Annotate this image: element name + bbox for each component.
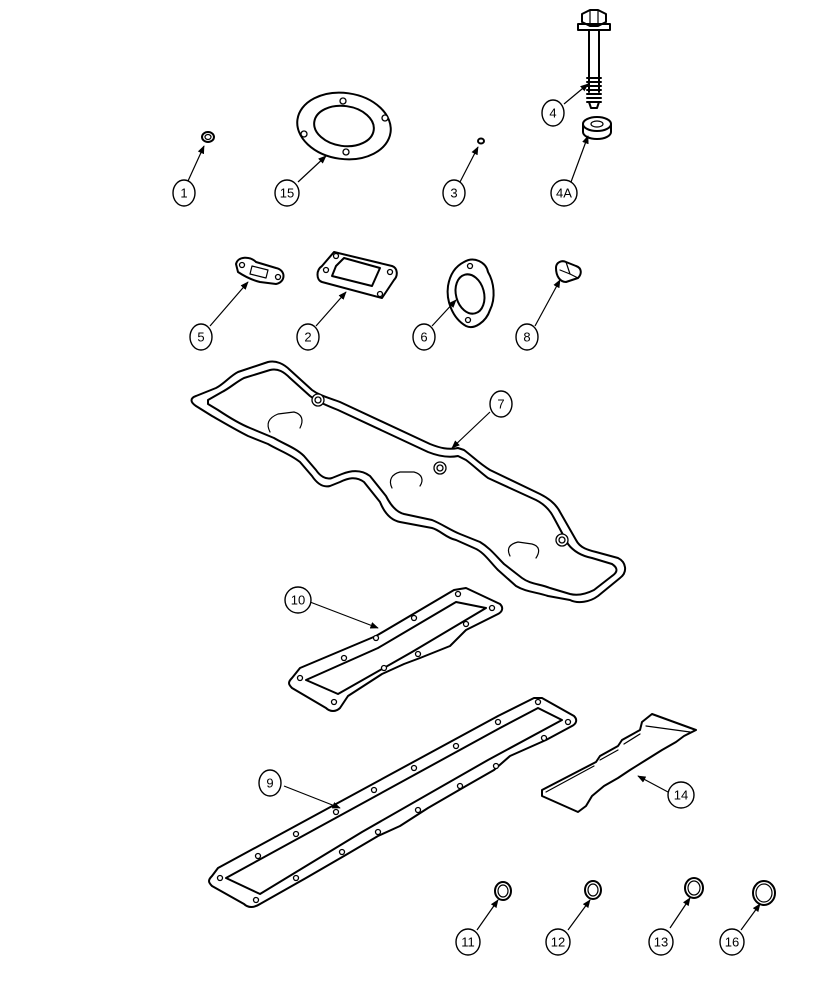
callout-label: 2 [304,330,311,345]
callout-label: 12 [551,935,565,950]
callout-4: 4 [541,99,565,127]
part-3-o-ring [477,137,485,145]
callout-4a: 4A [550,179,578,207]
part-15-flange-gasket [296,91,392,161]
callout-label: 14 [674,788,688,803]
callout-label: 8 [523,330,530,345]
part-13-o-ring [684,877,704,899]
part-4a-grommet [582,116,612,140]
callout-5: 5 [189,323,213,351]
leader-lines [187,83,761,931]
callout-14: 14 [667,781,695,809]
part-7-valve-cover-gasket [190,360,626,604]
callout-11: 11 [455,928,481,956]
part-11-o-ring [494,881,512,901]
callout-1: 1 [172,179,196,207]
callout-label: 11 [461,935,475,950]
part-8-plug [555,260,582,283]
part-6-flange-gasket [446,258,495,328]
callout-8: 8 [515,323,539,351]
part-10-intake-gasket [288,587,504,712]
callout-label: 4 [549,106,556,121]
callout-label: 6 [420,330,427,345]
callout-label: 16 [725,935,739,950]
callout-label: 5 [197,330,204,345]
callout-15: 15 [274,179,300,207]
callout-label: 10 [291,593,305,608]
callout-6: 6 [412,323,436,351]
part-4-bolt [577,9,611,109]
part-9-long-gasket [208,697,578,908]
part-16-o-ring [752,880,776,906]
callout-10: 10 [284,586,312,614]
callout-9: 9 [258,769,282,797]
callout-12: 12 [545,928,571,956]
part-1-o-ring [201,131,215,143]
callout-3: 3 [442,179,466,207]
callout-label: 7 [497,397,504,412]
callout-13: 13 [648,928,674,956]
part-14-shield-plate [541,713,697,813]
part-12-o-ring [584,880,602,900]
part-5-gasket [235,256,285,285]
callout-label: 9 [266,776,273,791]
callout-7: 7 [489,390,513,418]
callout-label: 13 [654,935,668,950]
callout-label: 1 [180,186,187,201]
callout-2: 2 [296,323,320,351]
callout-16: 16 [719,928,745,956]
callout-label: 4A [556,186,572,201]
part-2-turbo-gasket [316,251,398,299]
callout-label: 15 [280,186,294,201]
callout-label: 3 [450,186,457,201]
